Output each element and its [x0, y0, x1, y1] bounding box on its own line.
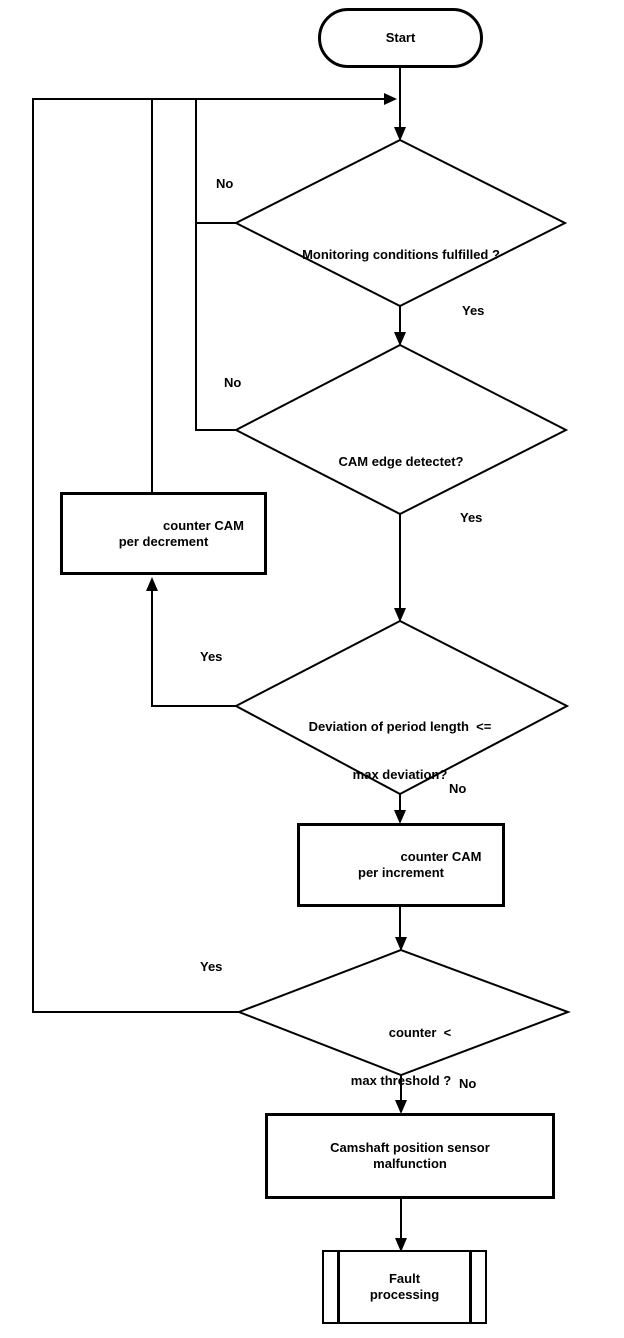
arrowhead-into-decrement: [146, 577, 158, 591]
node-counter-decrement: counter CAM per decrement: [60, 492, 267, 575]
predefined-text-line1: Fault: [388, 1271, 421, 1286]
arrowhead-into-monitoring: [394, 127, 406, 141]
node-fault-processing: Fault processing: [322, 1250, 487, 1324]
arrowhead-into-fault: [395, 1238, 407, 1252]
decision-text: Monitoring conditions fulfilled ?: [302, 247, 500, 262]
node-malfunction: Camshaft position sensor malfunction: [265, 1113, 555, 1199]
decision-text-line2: max deviation?: [352, 767, 448, 782]
arrowhead-into-deviation: [394, 608, 406, 622]
predefined-right-bar: [469, 1252, 472, 1322]
branch-label-cam-edge-yes: Yes: [460, 510, 483, 525]
process-text-line2: per decrement: [118, 533, 209, 549]
process-text-line2: malfunction: [373, 1156, 447, 1171]
decision-text-line1: Deviation of period length <=: [308, 719, 492, 734]
decision-text: CAM edge detectet?: [338, 454, 464, 469]
node-monitoring-decision-label: Monitoring conditions fulfilled ?: [251, 215, 551, 295]
process-text-line1: counter CAM: [400, 849, 482, 864]
decision-monitoring-shape: [233, 138, 568, 308]
decision-deviation-shape: [233, 619, 570, 796]
process-text-line1: counter CAM: [163, 517, 244, 533]
node-start-label: Start: [385, 30, 416, 45]
edge-deviation-yes: [151, 589, 237, 707]
decision-text-line1: counter <: [388, 1025, 452, 1040]
arrowhead-into-cam-edge: [394, 332, 406, 346]
predefined-text-line2: processing: [369, 1287, 440, 1302]
node-counter-increment: counter CAM per increment: [297, 823, 505, 907]
branch-label-threshold-yes: Yes: [200, 959, 223, 974]
process-text-line1: Camshaft position sensor: [330, 1140, 490, 1155]
decision-text-line2: max threshold ?: [350, 1073, 452, 1088]
node-cam-edge-decision-label: CAM edge detectet?: [251, 422, 551, 502]
edge-monitoring-no: [195, 99, 237, 224]
predefined-left-bar: [337, 1252, 340, 1322]
edge-threshold-yes-loop: [32, 98, 390, 1013]
arrowhead-into-malfunction: [395, 1100, 407, 1114]
edge-cam-edge-no: [195, 223, 237, 431]
branch-label-monitoring-no: No: [216, 176, 234, 191]
branch-label-cam-edge-no: No: [224, 375, 242, 390]
decision-cam-edge-shape: [233, 343, 569, 516]
branch-label-deviation-yes: Yes: [200, 649, 223, 664]
arrowhead-into-threshold: [395, 937, 407, 951]
branch-label-threshold-no: No: [459, 1076, 477, 1091]
node-threshold-decision-label: counter < max threshold ?: [251, 993, 551, 1121]
node-deviation-decision-label: Deviation of period length <= max deviat…: [250, 687, 550, 815]
arrowhead-into-increment: [394, 810, 406, 824]
decision-threshold-shape: [236, 948, 571, 1077]
branch-label-monitoring-yes: Yes: [462, 303, 485, 318]
branch-label-deviation-no: No: [449, 781, 467, 796]
arrowhead-top-junction: [384, 93, 397, 105]
node-start: Start: [318, 8, 483, 68]
process-text-line2: per increment: [358, 865, 444, 880]
